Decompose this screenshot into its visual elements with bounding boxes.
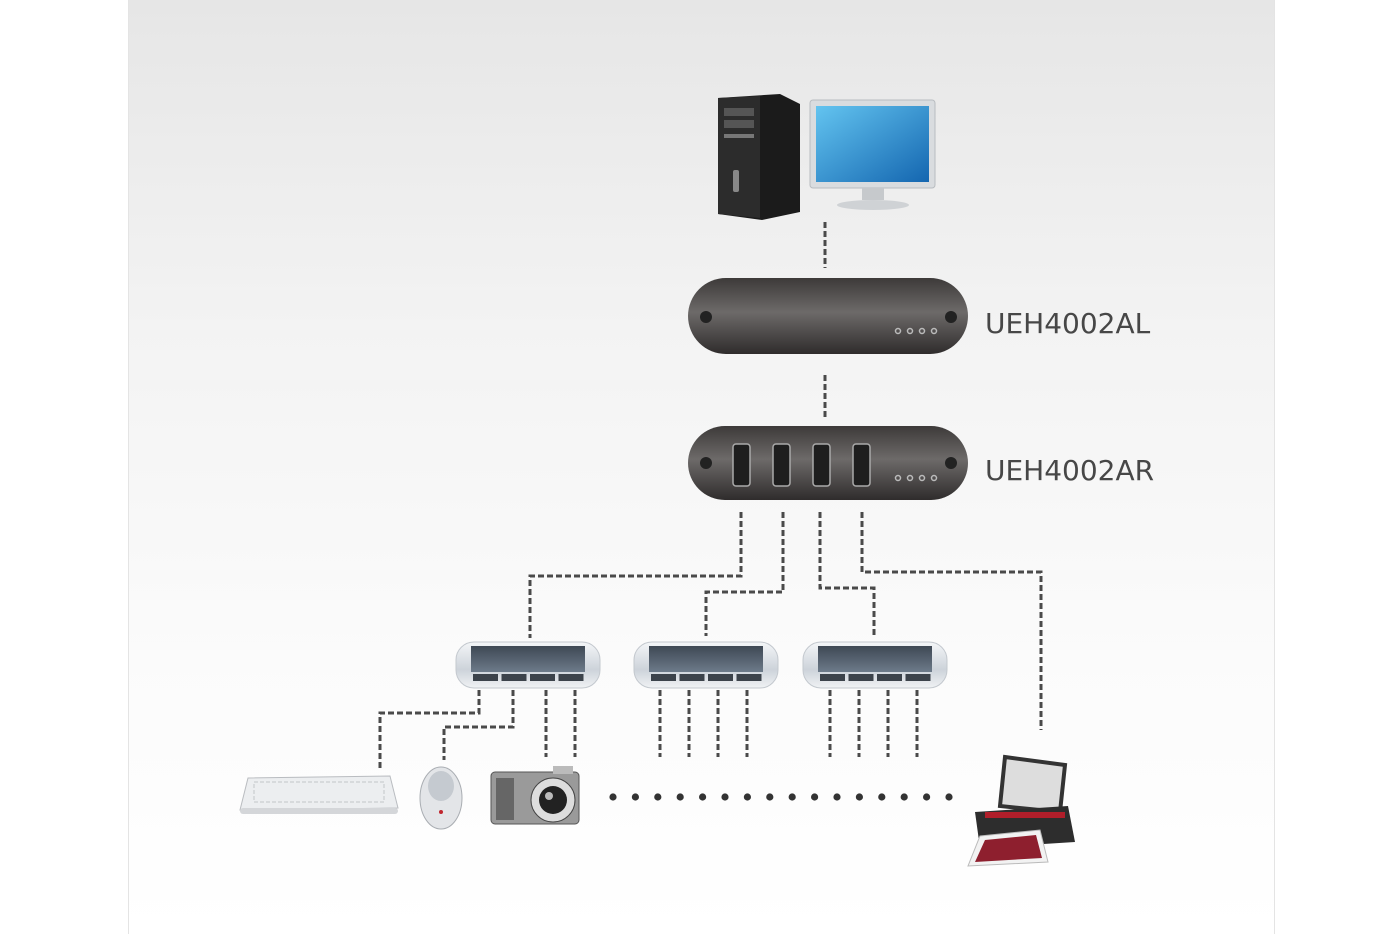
ellipsis-dot [878, 793, 886, 801]
ellipsis-dot [631, 793, 640, 801]
ellipsis-dot [833, 793, 841, 801]
printer-icon [967, 754, 1075, 867]
ellipsis-dot [945, 793, 953, 801]
ellipsis-dot [923, 793, 931, 801]
camera-icon [490, 766, 580, 825]
led-indicators [894, 327, 938, 335]
screw-icon [700, 311, 712, 323]
ellipsis-dot [654, 793, 662, 801]
usb-hub-icon [802, 641, 948, 689]
remote-unit-ueh4002ar [688, 426, 968, 500]
screw-icon [945, 311, 957, 323]
ellipsis-dot [811, 793, 819, 801]
ellipsis-dot [900, 793, 908, 801]
local-unit-label: UEH4002AL [985, 307, 1151, 340]
usb-hub-icon [455, 641, 601, 689]
ellipsis-dot [743, 793, 752, 801]
ellipsis-dot [855, 793, 864, 801]
ellipsis-dot [609, 793, 617, 801]
monitor-icon [809, 99, 936, 210]
keyboard-icon [239, 775, 399, 814]
ellipsis-dot [699, 793, 707, 801]
remote-unit-label: UEH4002AR [985, 454, 1154, 487]
cables [378, 222, 1043, 768]
mouse-icon [419, 766, 463, 830]
computer-tower-icon [718, 94, 800, 220]
more-devices-ellipsis [609, 793, 953, 801]
ellipsis-dot [788, 793, 796, 801]
usb-ports [732, 443, 871, 487]
local-unit-ueh4002al [688, 278, 968, 354]
ellipsis-dot [721, 793, 729, 801]
ellipsis-dot [676, 793, 684, 801]
usb-hub-icon [633, 641, 779, 689]
ellipsis-dot [766, 793, 774, 801]
